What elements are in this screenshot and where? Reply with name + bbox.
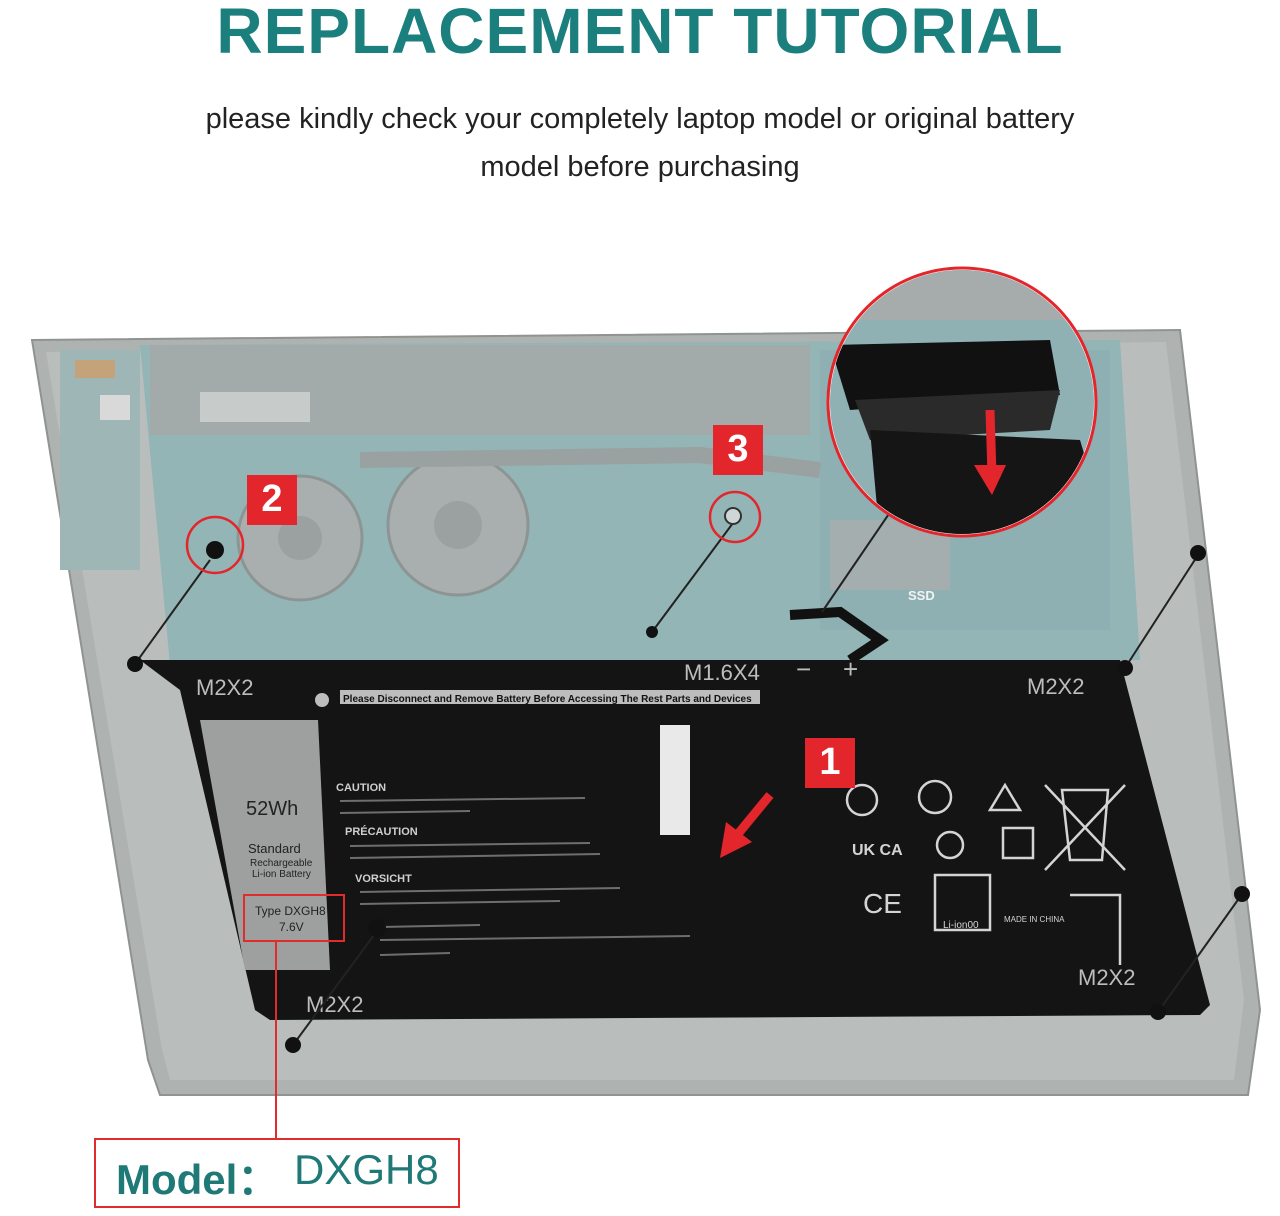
step-badge-1: 1 bbox=[805, 738, 855, 788]
battery-li-ion: Li-ion Battery bbox=[252, 869, 311, 880]
battery-caution-title: CAUTION bbox=[336, 782, 386, 794]
connector-zoom bbox=[826, 266, 1098, 538]
battery-type: Type DXGH8 bbox=[255, 904, 326, 918]
step-badge-3: 3 bbox=[713, 425, 763, 475]
battery-voltage: 7.6V bbox=[279, 920, 304, 934]
battery-fine-print bbox=[339, 797, 691, 956]
model-value: DXGH8 bbox=[294, 1146, 439, 1193]
screw-pointer-lines bbox=[134, 504, 1241, 1046]
battery-type-highlight bbox=[243, 894, 345, 942]
model-label: Model： bbox=[116, 1156, 280, 1203]
subtitle-line-2: model before purchasing bbox=[480, 151, 800, 183]
battery-cable bbox=[789, 606, 889, 665]
battery-precaution-title: PRÉCAUTION bbox=[345, 825, 418, 838]
step-badge-2: 2 bbox=[247, 475, 297, 525]
screw-icon bbox=[1190, 545, 1206, 561]
subtitle-line-1: please kindly check your completely lapt… bbox=[205, 103, 1075, 135]
battery-capacity: 52Wh bbox=[246, 798, 298, 820]
screw-icon bbox=[368, 919, 386, 937]
ukca-mark: UK CA bbox=[852, 842, 903, 859]
battery-vorsicht-title: VORSICHT bbox=[355, 873, 412, 885]
screw-icon bbox=[1117, 660, 1133, 676]
screw-highlight-step2 bbox=[185, 515, 245, 575]
battery-warning: Please Disconnect and Remove Battery Bef… bbox=[343, 694, 752, 705]
remove-arrow-icon bbox=[720, 792, 774, 858]
screw-highlight-step3 bbox=[708, 490, 762, 544]
page-title: REPLACEMENT TUTORIAL bbox=[216, 0, 1064, 67]
screw-label-top-right: M2X2 bbox=[1027, 674, 1084, 699]
ssd-label: SSD bbox=[908, 588, 935, 603]
screw-icon bbox=[127, 656, 143, 672]
terminal-minus: − bbox=[796, 654, 811, 684]
screw-icon bbox=[1234, 886, 1250, 902]
model-box: Model： DXGH8 bbox=[94, 1138, 460, 1208]
battery-standard: Standard bbox=[248, 841, 301, 856]
screw-icon bbox=[724, 507, 742, 525]
screw-icon bbox=[206, 541, 224, 559]
recycle-label: Li-ion00 bbox=[943, 920, 979, 931]
screw-label-top-center: M1.6X4 bbox=[684, 660, 760, 685]
screw-icon bbox=[646, 626, 658, 638]
ce-mark: CE bbox=[863, 888, 902, 919]
screws bbox=[127, 507, 1250, 1053]
screw-icon bbox=[1150, 1004, 1166, 1020]
battery-rechargeable: Rechargeable bbox=[250, 858, 313, 869]
certification-marks bbox=[845, 779, 1126, 965]
heat-pipe bbox=[359, 446, 821, 478]
cooling-fans bbox=[236, 453, 530, 602]
made-in-label: MADE IN CHINA bbox=[1004, 915, 1065, 924]
subtitle: please kindly check your completely lapt… bbox=[140, 95, 1140, 191]
screw-label-top-left: M2X2 bbox=[196, 675, 253, 700]
screw-icon bbox=[285, 1037, 301, 1053]
screw-label-bottom-right: M2X2 bbox=[1078, 965, 1135, 990]
